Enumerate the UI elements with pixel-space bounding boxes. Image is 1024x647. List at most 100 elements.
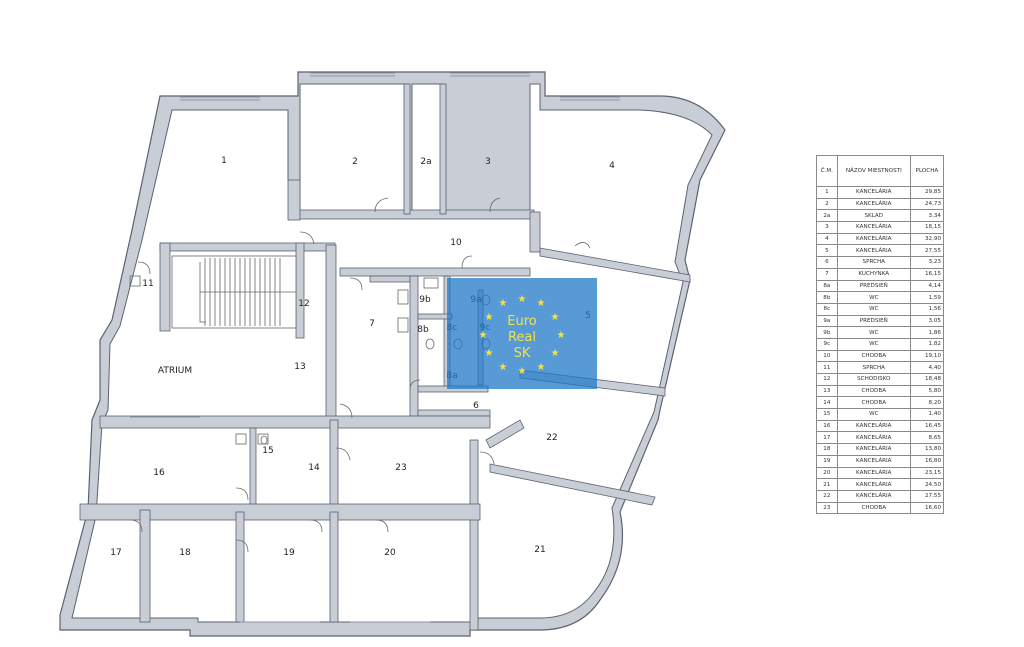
cell-number: 18: [816, 443, 838, 456]
svg-text:★: ★: [537, 298, 546, 309]
col-name-header: NÁZOV MIESTNOSTI: [836, 155, 911, 187]
room-19-label: 19: [283, 548, 295, 558]
room-7-label: 7: [369, 319, 375, 329]
cell-name: KANCELÁRIA: [836, 431, 911, 445]
staircase: [171, 255, 297, 329]
svg-text:★: ★: [479, 330, 488, 341]
svg-text:★: ★: [551, 312, 560, 323]
room-8b-label: 8b: [417, 325, 429, 335]
building-walls: [59, 71, 726, 637]
room-10-label: 10: [450, 238, 462, 248]
room-9b-label: 9b: [419, 295, 431, 305]
svg-text:★: ★: [485, 348, 494, 359]
cell-name: KUCHYNKA: [836, 267, 911, 281]
cell-number: 9a: [816, 314, 838, 328]
cell-name: CHODBA: [836, 501, 911, 515]
cell-area: 16,45: [909, 419, 945, 433]
room-21-label: 21: [534, 545, 545, 555]
cell-area: 5,80: [909, 384, 945, 398]
cell-number: 8b: [816, 291, 838, 304]
cell-area: 29,85: [909, 186, 945, 199]
svg-text:★: ★: [518, 366, 527, 377]
room-15-label: 15: [262, 446, 273, 456]
svg-text:★: ★: [537, 362, 546, 373]
cell-area: 27,55: [909, 244, 945, 258]
room-22-label: 22: [546, 433, 557, 443]
cell-area: 24,50: [909, 478, 945, 491]
cell-name: KANCELÁRIA: [836, 489, 911, 503]
svg-text:★: ★: [499, 362, 508, 373]
cell-number: 6: [816, 256, 838, 269]
cell-name: SKLAD: [836, 209, 911, 223]
room-11-label: 11: [142, 279, 153, 289]
cell-name: SCHODISKO: [836, 373, 911, 386]
cell-name: WC: [836, 337, 911, 351]
cell-number: 14: [816, 396, 838, 410]
cell-name: CHODBA: [836, 349, 911, 363]
room-4-label: 4: [609, 161, 615, 171]
logo-line-1: Euro: [507, 314, 537, 329]
logo-line-2: Real: [507, 330, 537, 345]
room-3-label: 3: [485, 157, 491, 167]
cell-number: 23: [816, 501, 838, 515]
room-18-label: 18: [179, 548, 191, 558]
eu-stars-icon: ★★★ ★★★ ★★★ ★★★: [479, 294, 566, 377]
cell-number: 3: [816, 221, 838, 234]
logo-line-3: SK: [513, 346, 531, 361]
cell-number: 11: [816, 361, 838, 374]
cell-number: 20: [816, 466, 838, 480]
cell-name: KANCELÁRIA: [836, 197, 911, 211]
cell-area: 1,59: [909, 291, 945, 304]
cell-number: 9c: [816, 337, 838, 351]
cell-name: WC: [836, 291, 911, 304]
cell-area: 23,15: [909, 466, 945, 480]
cell-area: 3,23: [909, 256, 945, 269]
cell-area: 3,05: [909, 314, 945, 328]
cell-area: 1,82: [909, 337, 945, 351]
col-number-header: Č.M.: [816, 155, 838, 187]
cell-number: 17: [816, 431, 838, 445]
cell-number: 10: [816, 349, 838, 363]
atrium-label: ATRIUM: [158, 366, 192, 376]
cell-number: 9b: [816, 326, 838, 339]
room-6-label: 6: [473, 401, 479, 411]
cell-number: 21: [816, 478, 838, 491]
cell-area: 27,55: [909, 489, 945, 503]
room-labels: 1 2 2a 3 4 5 6 7 8a 8b 8c 9a 9b 9c 10 11…: [110, 156, 615, 558]
cell-number: 4: [816, 232, 838, 246]
col-area-header: PLOCHA: [909, 155, 945, 187]
cell-name: SPRCHA: [836, 361, 911, 374]
cell-number: 8a: [816, 279, 838, 293]
room-17-label: 17: [110, 548, 121, 558]
room-13-label: 13: [294, 362, 305, 372]
windows: [130, 72, 620, 623]
room-14-label: 14: [308, 463, 320, 473]
cell-name: KANCELÁRIA: [836, 221, 911, 234]
cell-area: 4,40: [909, 361, 945, 374]
room-16-label: 16: [153, 468, 165, 478]
cell-name: KANCELÁRIA: [836, 232, 911, 246]
cell-name: KANCELÁRIA: [836, 454, 911, 468]
cell-number: 13: [816, 384, 838, 398]
cell-area: 13,80: [909, 443, 945, 456]
cell-number: 12: [816, 373, 838, 386]
cell-area: 16,15: [909, 267, 945, 281]
cell-number: 5: [816, 244, 838, 258]
